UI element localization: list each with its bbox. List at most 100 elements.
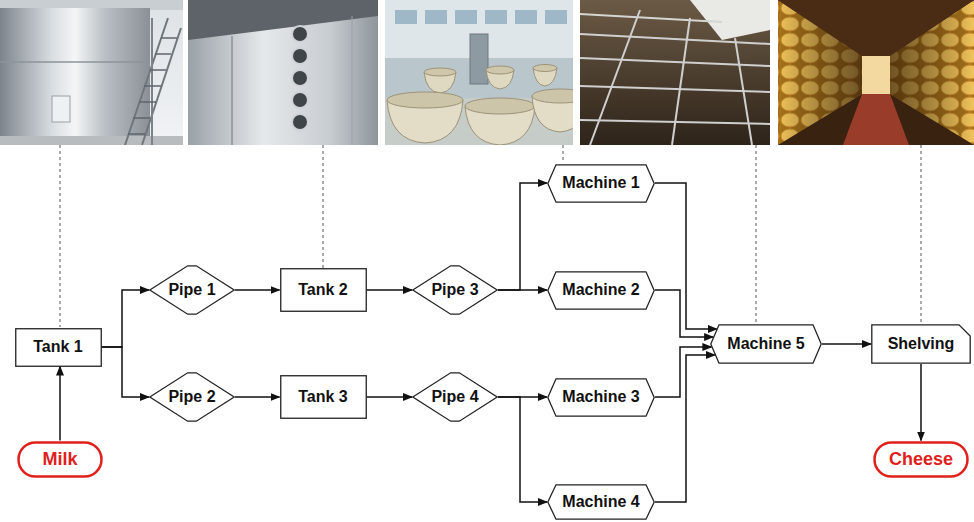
- node-text-group: Tank 3: [280, 375, 367, 419]
- node-shape: [711, 325, 821, 363]
- node-label: Machine 2: [562, 281, 639, 299]
- node-text-group: Machine 2: [547, 271, 655, 310]
- flow-arrow: [235, 289, 280, 291]
- leader-lines: [60, 145, 921, 327]
- node-shape: [872, 325, 970, 363]
- graphic-part: [133, 117, 150, 119]
- tank-box: Tank 3: [280, 375, 367, 419]
- cheese-shelves-photo: [778, 0, 974, 145]
- node-text-group: Tank 2: [280, 268, 367, 312]
- node-text-group: Pipe 2: [149, 372, 235, 422]
- leader-line: [60, 145, 61, 327]
- graphic-part: [862, 56, 890, 94]
- graphic-part: [0, 8, 150, 145]
- vat-room-photo: [385, 0, 573, 145]
- node-text-group: Tank 1: [15, 328, 102, 367]
- graphic-part: [161, 37, 177, 39]
- node-label: Shelving: [888, 335, 955, 353]
- node-label: Machine 5: [727, 335, 804, 353]
- graphic-part: [0, 0, 183, 145]
- machine-hexagon: Machine 2: [547, 271, 655, 310]
- node-shape: [548, 271, 654, 308]
- node-label: Pipe 1: [168, 281, 215, 299]
- graphic-part: [292, 92, 308, 108]
- graphic-part: [151, 18, 153, 145]
- graphic-part: [292, 26, 308, 42]
- flow-arrow: [367, 396, 413, 398]
- graphic-part: [188, 0, 378, 145]
- graphic-part: [545, 10, 567, 24]
- graphic-part: [580, 86, 770, 92]
- node-label: Pipe 4: [431, 388, 478, 406]
- node-text-group: Pipe 4: [412, 372, 498, 422]
- graphic-part: [128, 133, 145, 135]
- graphic-part: [843, 94, 909, 145]
- node-shape: [548, 378, 654, 415]
- flow-arrow: [498, 289, 547, 291]
- flow-arrow: [655, 290, 713, 337]
- graphic-part: [144, 85, 161, 87]
- node-label: Tank 1: [33, 338, 83, 356]
- graphic-part: [231, 36, 233, 145]
- node-label: Cheese: [889, 449, 953, 470]
- graphic-part: [455, 10, 477, 24]
- node-shape: [280, 269, 366, 312]
- node-text-group: Pipe 3: [412, 265, 498, 315]
- node-shape: [150, 266, 234, 314]
- node-shape: [15, 328, 101, 366]
- flow-arrow: [235, 396, 280, 398]
- graphic-part: [590, 10, 640, 145]
- node-shape: [150, 373, 234, 421]
- graphic-part: [485, 10, 507, 24]
- node-label: Machine 1: [562, 174, 639, 192]
- flow-arrow: [102, 347, 150, 397]
- tank-wall-photo: [188, 0, 378, 145]
- shelving-box: Shelving: [871, 324, 971, 364]
- machine-hexagon: Machine 5: [710, 324, 822, 364]
- node-label: Tank 3: [298, 388, 348, 406]
- node-shape: [413, 373, 497, 421]
- node-text-group: Machine 1: [547, 164, 655, 203]
- machine-hexagon: Machine 1: [547, 164, 655, 203]
- brine-pool-photo: [580, 0, 770, 145]
- flow-arrow: [367, 289, 413, 291]
- node-text-group: Machine 5: [710, 324, 822, 364]
- graphic-part: [395, 10, 417, 24]
- node-shape: [280, 376, 366, 419]
- node-label: Milk: [42, 449, 77, 470]
- node-label: Machine 4: [562, 493, 639, 511]
- node-text-group: Cheese: [873, 441, 969, 478]
- pipe-diamond: Pipe 2: [149, 372, 235, 422]
- node-shape: [548, 485, 654, 519]
- terminal-pill: Cheese: [873, 441, 969, 478]
- flow-arrow: [102, 290, 150, 347]
- node-text-group: Machine 4: [547, 484, 655, 520]
- leader-line: [921, 145, 922, 324]
- flow-arrow: [498, 397, 547, 502]
- graphic-part: [580, 14, 722, 22]
- flow-arrow: [59, 367, 61, 441]
- graphic-part: [125, 18, 168, 145]
- node-text-group: Pipe 1: [149, 265, 235, 315]
- graphic-part: [387, 92, 463, 108]
- graphic-part: [292, 114, 308, 130]
- graphic-part: [672, 18, 690, 145]
- graphic-part: [470, 34, 488, 84]
- node-text-group: Shelving: [871, 324, 971, 364]
- node-label: Machine 3: [562, 388, 639, 406]
- graphic-part: [424, 68, 456, 76]
- graphic-part: [292, 48, 308, 64]
- pipe-diamond: Pipe 3: [412, 265, 498, 315]
- node-shape: [875, 442, 968, 476]
- graphic-part: [778, 0, 974, 56]
- graphic-part: [465, 98, 535, 114]
- graphic-part: [155, 53, 171, 55]
- graphic-part: [188, 0, 378, 40]
- node-shape: [19, 442, 102, 476]
- node-label: Pipe 2: [168, 388, 215, 406]
- node-text-group: Machine 3: [547, 378, 655, 417]
- flow-arrow: [655, 183, 717, 329]
